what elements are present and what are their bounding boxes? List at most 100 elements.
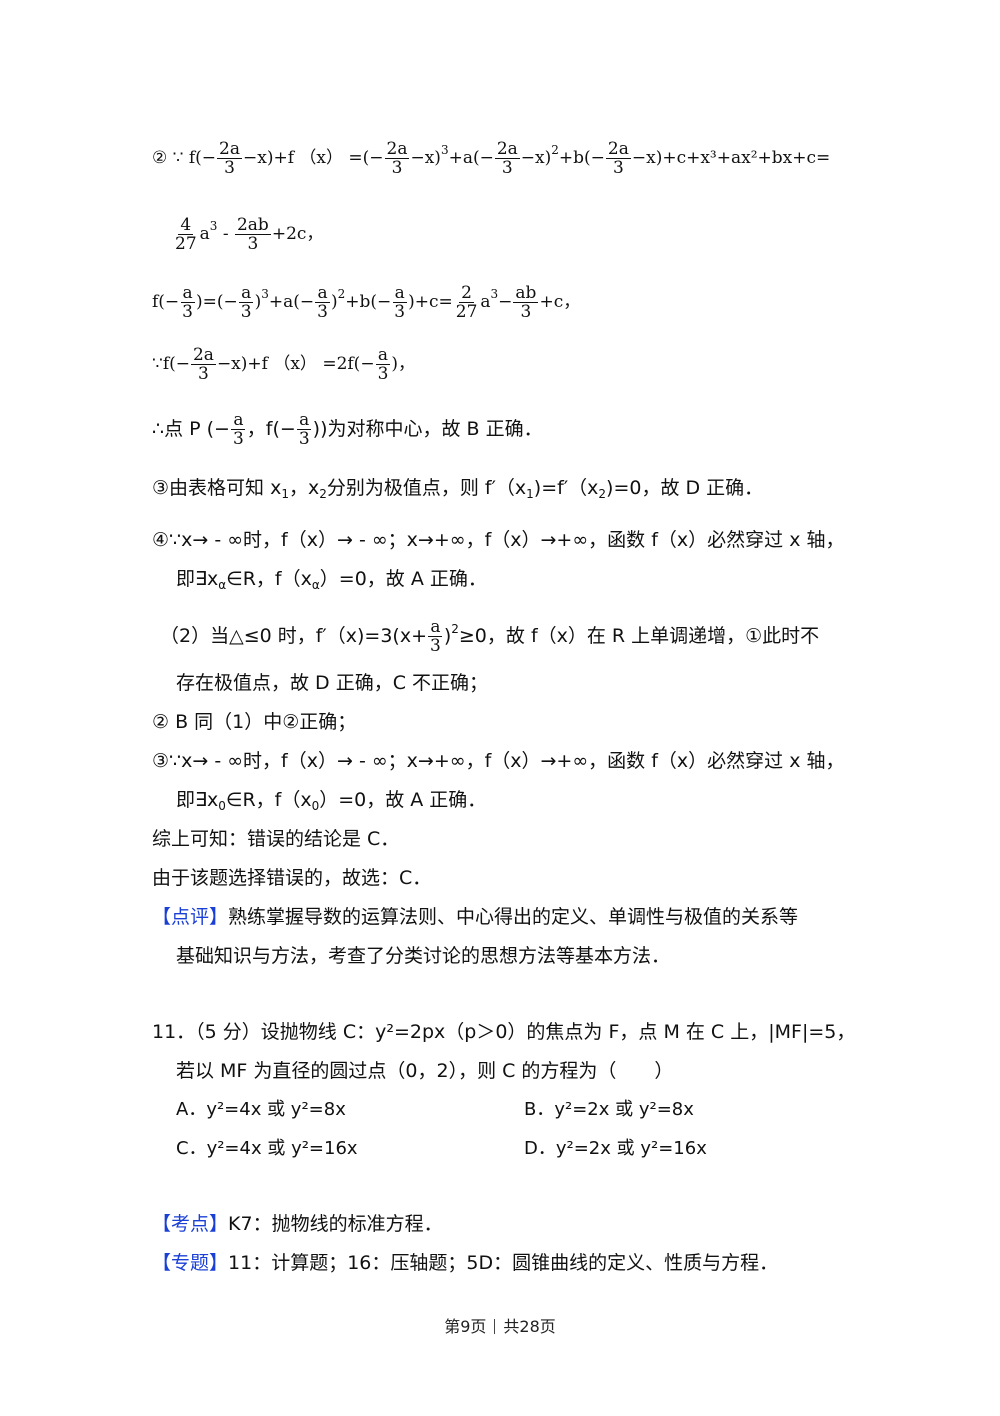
subscript: α: [218, 578, 227, 592]
question-11-stem-cont: 若以 MF 为直径的圆过点（0，2），则 C 的方程为（ ）: [176, 1060, 674, 1082]
page-footer: 第9页共28页: [0, 1313, 1000, 1337]
case-2-b: ② B 同（1）中②正确；: [152, 711, 357, 733]
text: ③由表格可知 x: [152, 477, 282, 499]
subscript: 2: [319, 487, 327, 501]
superscript: 3: [261, 287, 269, 301]
subscript: 2: [598, 487, 607, 501]
answer-line: 由于该题选择错误的，故选：C．: [152, 867, 432, 889]
text: )=(−: [196, 292, 238, 312]
text: +b(−: [558, 148, 605, 168]
summary-line: 综上可知：错误的结论是 C．: [152, 828, 400, 850]
page-number: 第9页: [444, 1317, 487, 1336]
text: 即∃x: [176, 789, 219, 811]
proof-line-4-cont: 即∃xα∈R，f（xα）=0，故 A 正确．: [176, 566, 487, 598]
comment-text: 熟练掌握导数的运算法则、中心得出的定义、单调性与极值的关系等: [228, 906, 799, 928]
text: )=0，故 D 正确．: [606, 477, 764, 499]
text: )=f′（x: [533, 477, 599, 499]
text: −: [498, 292, 513, 312]
text: ∈R，f（x: [226, 568, 312, 590]
text: )+c=: [408, 292, 453, 312]
text: ): [330, 292, 338, 312]
text: −x)+f （x） =2f(−: [216, 354, 375, 374]
text: +2c，: [271, 224, 324, 244]
option-b: B．y²=2x 或 y²=8x: [524, 1099, 694, 1120]
text: ，x: [288, 477, 320, 499]
option-a: A．y²=4x 或 y²=8x: [176, 1099, 346, 1120]
text: −x)+c+x³+ax²+bx+c=: [631, 148, 831, 168]
text: ）=0，故 A 正确．: [319, 789, 487, 811]
text: ): [254, 292, 262, 312]
case-2-line-cont: 存在极值点，故 D 正确，C 不正确；: [176, 672, 489, 694]
proof-line-3: ③由表格可知 x1，x2分别为极值点，则 f′（x1)=f′（x2)=0，故 D…: [152, 475, 763, 507]
text: a: [199, 224, 210, 244]
subscript: 0: [218, 799, 226, 813]
subscript: 1: [526, 487, 534, 501]
subscript: 0: [311, 799, 320, 813]
superscript: 2: [337, 287, 346, 301]
text: ）=0，故 A 正确．: [319, 568, 487, 590]
text: −x): [520, 148, 552, 168]
text: a: [480, 292, 491, 312]
text: )，: [391, 354, 416, 374]
superscript: 2: [451, 622, 459, 636]
kaodian-tag: 【考点】: [152, 1213, 229, 1235]
text: ): [443, 625, 452, 647]
option-c: C．y²=4x 或 y²=16x: [176, 1138, 358, 1159]
superscript: 3: [209, 219, 218, 233]
text: f(−: [152, 292, 180, 312]
kaodian-text: K7：抛物线的标准方程．: [228, 1213, 443, 1235]
text: −x): [410, 148, 441, 168]
text: +a(−: [268, 292, 315, 312]
text: ∴点 P (−: [152, 418, 230, 440]
text: +c，: [539, 292, 581, 312]
text: 分别为极值点，则 f′（x: [326, 477, 527, 499]
text: -: [217, 224, 234, 244]
text: +a(−: [448, 148, 494, 168]
text: ，f(−: [246, 418, 296, 440]
zhuanti-text: 11：计算题；16：压轴题；5D：圆锥曲线的定义、性质与方程．: [228, 1252, 779, 1274]
case-2-a: ③∵x→ - ∞时，f（x）→ - ∞；x→+∞，f（x）→+∞，函数 f（x）…: [152, 750, 845, 772]
text: +b(−: [345, 292, 392, 312]
comment-line: 【点评】熟练掌握导数的运算法则、中心得出的定义、单调性与极值的关系等: [152, 904, 798, 930]
zhuanti-line: 【专题】11：计算题；16：压轴题；5D：圆锥曲线的定义、性质与方程．: [152, 1250, 778, 1276]
case-2-a-cont: 即∃x0∈R，f（x0）=0，故 A 正确．: [176, 787, 486, 819]
zhuanti-tag: 【专题】: [152, 1252, 229, 1274]
text: （2）当△≤0 时，f′（x)=3(x+: [160, 625, 427, 647]
text: ② ∵ f(−: [152, 148, 217, 168]
superscript: 2: [551, 143, 559, 157]
kaodian-line: 【考点】K7：抛物线的标准方程．: [152, 1211, 443, 1237]
comment-tag: 【点评】: [152, 906, 229, 928]
option-d: D．y²=2x 或 y²=16x: [524, 1138, 707, 1159]
footer-separator: [494, 1319, 496, 1334]
superscript: 3: [490, 287, 499, 301]
subscript: 1: [281, 487, 289, 501]
text: −x)+f （x） =(−: [243, 148, 384, 168]
superscript: 3: [440, 143, 449, 157]
question-11-stem: 11．（5 分）设抛物线 C：y²=2px（p＞0）的焦点为 F，点 M 在 C…: [152, 1021, 856, 1043]
proof-line-4: ④∵x→ - ∞时，f（x）→ - ∞；x→+∞，f（x）→+∞，函数 f（x）…: [152, 529, 845, 551]
text: ≥0，故 f（x）在 R 上单调递增，①此时不: [458, 625, 820, 647]
text: 即∃x: [176, 568, 219, 590]
